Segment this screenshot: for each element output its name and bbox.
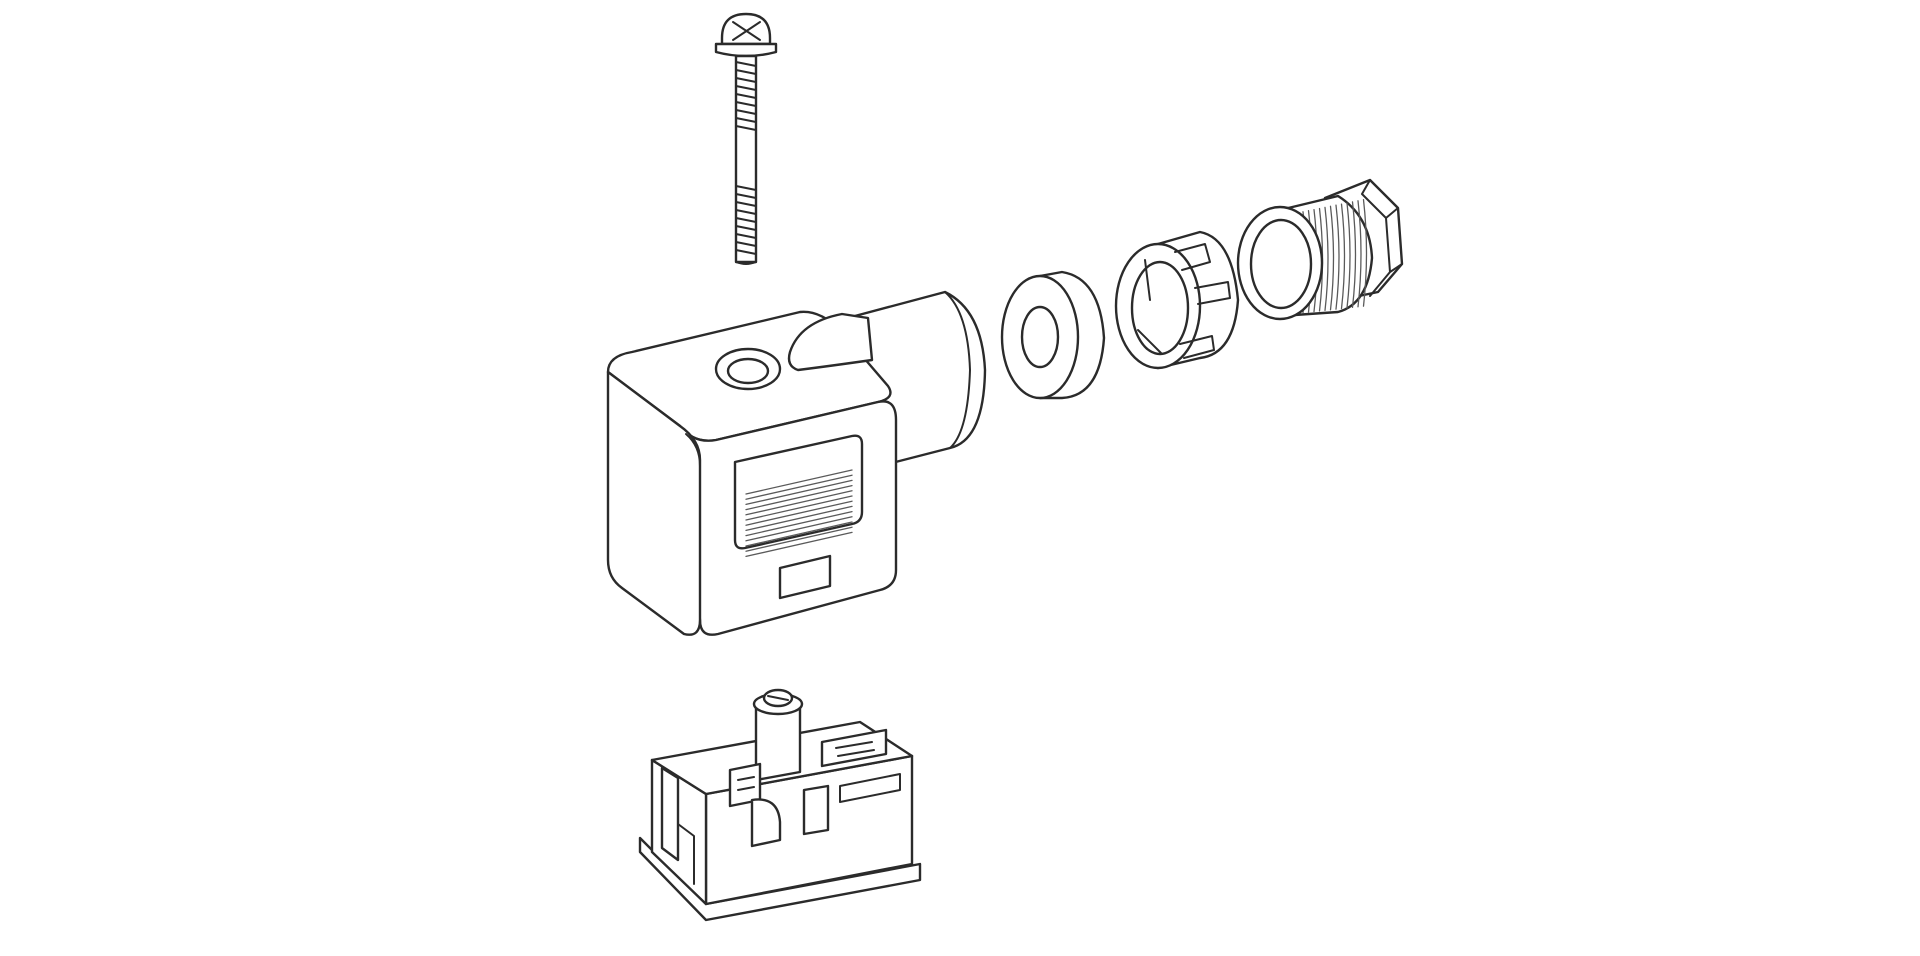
screw-lower-thread [735, 185, 757, 255]
screw-washer [714, 42, 778, 58]
insert-base [638, 836, 922, 922]
insert-right-step [839, 773, 901, 803]
housing-screw-hole-inner [726, 357, 770, 385]
fixing-screw [714, 12, 778, 265]
screw-upper-thread [735, 61, 757, 131]
insert-front-slot [802, 784, 830, 836]
insert-clamp-details [737, 741, 875, 791]
nut-bore [1249, 218, 1313, 310]
housing-label-hatch [745, 469, 853, 558]
insert-left-rib [677, 823, 695, 885]
contact-insert [638, 688, 922, 922]
insert-left-slot [660, 766, 680, 862]
screw-head-dome [720, 12, 772, 46]
housing-indicator-window [778, 554, 832, 600]
clamp-ring-fingers [1137, 243, 1231, 359]
insert-front-notch [750, 798, 782, 848]
connector-housing [606, 290, 987, 636]
housing-tapered-boss [787, 312, 874, 372]
screw-slot [732, 21, 761, 41]
screw-tip [735, 261, 757, 265]
insert-terminal-slot [767, 695, 789, 701]
clamp-ring-bore [1130, 260, 1190, 356]
housing-cable-outlet-rim [944, 291, 971, 449]
clamping-ring [1114, 230, 1240, 370]
seal-bore [1020, 305, 1060, 369]
housing-front-edge [685, 433, 701, 467]
nut-hex-edges [1361, 179, 1403, 297]
housing-left-face [606, 370, 702, 636]
cable-gland-nut [1236, 178, 1404, 321]
flat-seal [1000, 270, 1106, 400]
